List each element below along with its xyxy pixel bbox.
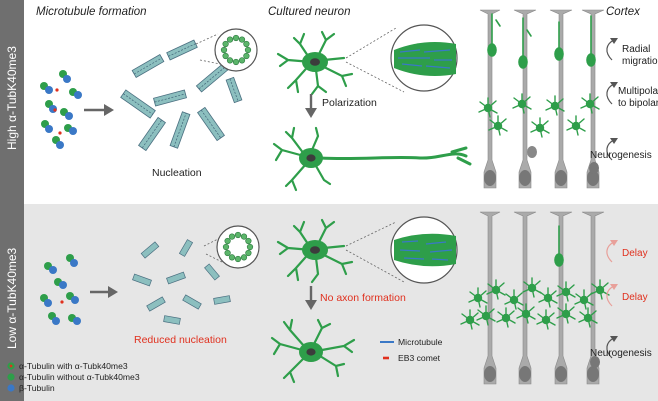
nucleus-low-2	[306, 348, 316, 356]
arrow-to-nucleation-high	[84, 104, 114, 116]
legend-tubulin-without: α-Tubulin without α-Tubk40me3	[19, 372, 140, 382]
label-radial-migration: Radial migration	[622, 44, 658, 67]
cortex-curved-arrows-low	[606, 240, 618, 359]
label-delay-2: Delay	[622, 292, 648, 303]
label-no-axon-formation: No axon formation	[320, 292, 406, 304]
header-cortex: Cortex	[606, 6, 640, 18]
free-tubulin-dimers-low	[40, 254, 81, 325]
legend-microtubule: Microtubule	[398, 337, 443, 347]
side-label-high: High α-TubK40me3	[5, 46, 19, 150]
zoom-callout-high	[345, 24, 458, 93]
microtubule-cross-section-low	[203, 225, 260, 269]
microtubule-cross-section-high	[195, 28, 258, 72]
cortex-curved-arrows-high	[606, 38, 618, 161]
radial-glia-high	[479, 9, 605, 189]
header-microtubule-formation: Microtubule formation	[36, 6, 147, 18]
microtubule-bundles-low	[132, 239, 231, 325]
legend-eb3-comet: EB3 comet	[398, 353, 441, 363]
label-delay-1: Delay	[622, 248, 648, 259]
migrating-neurons-high	[487, 13, 596, 69]
microtubule-bundles-high	[120, 39, 243, 152]
label-neurogenesis-low: Neurogenesis	[590, 348, 652, 359]
legend-symbols	[7, 341, 394, 392]
free-tubulin-dimers-high	[40, 70, 82, 149]
multipolar-neurons-high	[478, 93, 600, 138]
radial-glia-low	[479, 211, 605, 385]
neuron-polarized-high	[272, 126, 472, 192]
legend-tubulin-with: α-Tubulin with α-Tubk40me3	[19, 361, 128, 371]
high-side-bar	[0, 0, 24, 203]
single-migrating-neuron-low	[554, 225, 564, 267]
header-cultured-neuron: Cultured neuron	[268, 6, 351, 18]
stalled-multipolar-neurons-low	[460, 277, 610, 330]
nucleus-high-1	[310, 58, 320, 66]
arrow-to-nucleation-low	[90, 286, 118, 298]
label-nucleation: Nucleation	[152, 167, 202, 179]
nucleus-low-1	[310, 246, 320, 254]
zoom-callout-low	[345, 216, 458, 284]
neuron-multipolar-low	[270, 318, 356, 384]
label-multipolar-to-bipolar: Multipolar to bipolar	[618, 86, 658, 109]
arrow-polarization	[305, 94, 317, 118]
nucleus-high-2	[306, 154, 316, 162]
legend-beta-tubulin: β-Tubulin	[19, 383, 55, 393]
label-neurogenesis-high: Neurogenesis	[590, 150, 652, 161]
side-label-low: Low α-TubK40me3	[5, 247, 19, 349]
arrow-no-axon	[305, 286, 317, 310]
label-polarization: Polarization	[322, 97, 377, 109]
label-reduced-nucleation: Reduced nucleation	[134, 334, 227, 346]
